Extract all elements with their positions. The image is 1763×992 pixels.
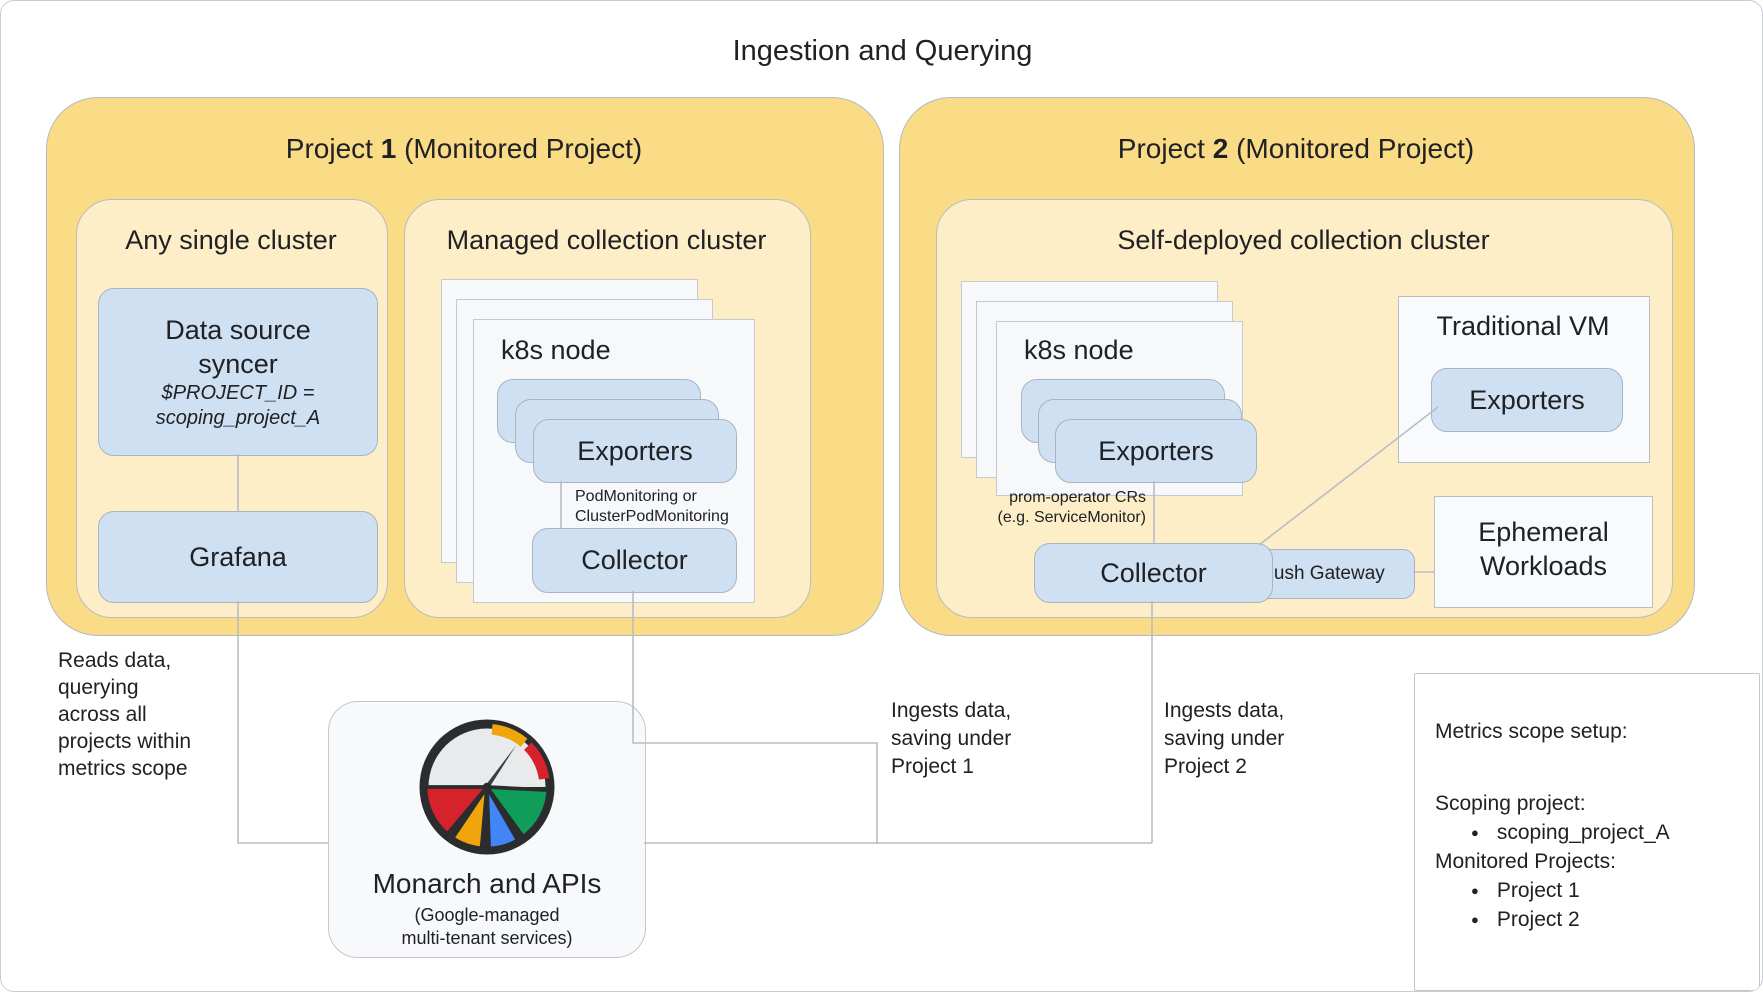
data-source-syncer-var-line1: $PROJECT_ID = xyxy=(161,382,315,404)
grafana-box: Grafana xyxy=(98,511,378,603)
project1-title-prefix: Project xyxy=(285,133,381,164)
podmonitoring-note-line2: ClusterPodMonitoring xyxy=(575,508,729,525)
exporters-box-p2: Exporters xyxy=(1055,419,1257,483)
ingests-p1-line2: saving under xyxy=(891,727,1012,750)
project1-title: Project 1 (Monitored Project) xyxy=(46,133,882,165)
project1-title-suffix: (Monitored Project) xyxy=(396,133,643,164)
k8s-node-label-p1: k8s node xyxy=(501,335,611,365)
monarch-subtitle-line2: multi-tenant services) xyxy=(401,928,573,948)
self-deployed-cluster-title: Self-deployed collection cluster xyxy=(1117,225,1490,255)
monarch-title: Monarch and APIs xyxy=(372,868,602,899)
project2-title: Project 2 (Monitored Project) xyxy=(899,133,1693,165)
data-source-syncer-label-line2: syncer xyxy=(198,349,278,379)
ingests-p1-line1: Ingests data, xyxy=(891,699,1012,722)
scoping-project-item: ● scoping_project_A xyxy=(1471,821,1670,845)
monitored-project-item-2: ● Project 2 xyxy=(1471,908,1580,932)
reads-data-line2: querying xyxy=(58,676,139,699)
project2-title-prefix: Project xyxy=(1117,133,1213,164)
project2-title-number: 2 xyxy=(1212,133,1229,164)
ingests-p2-line3: Project 2 xyxy=(1164,755,1247,778)
prom-operator-note: prom-operator CRs (e.g. ServiceMonitor) xyxy=(946,488,1147,528)
monarch-gauge-icon xyxy=(419,719,555,855)
ingests-p2-line1: Ingests data, xyxy=(1164,699,1285,722)
prom-operator-note-line1: prom-operator CRs xyxy=(1009,489,1146,506)
monitored-project-1-value: Project 1 xyxy=(1496,879,1580,902)
monarch-subtitle: (Google-managed multi-tenant services) xyxy=(329,904,645,950)
data-source-syncer-var-line2: scoping_project_A xyxy=(155,407,321,429)
collector-box-p1: Collector xyxy=(532,528,737,593)
any-single-cluster-title: Any single cluster xyxy=(125,225,337,255)
data-source-syncer-label-line1: Data source xyxy=(165,315,311,345)
data-source-syncer-box: Data source syncer $PROJECT_ID = scoping… xyxy=(98,288,378,456)
exporters-box-p1: Exporters xyxy=(533,419,737,483)
ingests-p2-line2: saving under xyxy=(1164,727,1285,750)
managed-cluster-title: Managed collection cluster xyxy=(446,225,767,255)
ingests-p2-annotation: Ingests data, saving under Project 2 xyxy=(1164,697,1284,781)
monarch-box: Monarch and APIs (Google-managed multi-t… xyxy=(328,701,646,958)
traditional-vm-title: Traditional VM xyxy=(1436,311,1610,341)
k8s-node-label-p2: k8s node xyxy=(1024,335,1134,365)
exporters-box-vm: Exporters xyxy=(1431,368,1623,432)
ephemeral-workloads-line2: Workloads xyxy=(1479,551,1608,581)
metrics-scope-title: Metrics scope setup: xyxy=(1435,720,1628,743)
bullet-icon: ● xyxy=(1471,912,1479,927)
reads-data-line3: across all xyxy=(58,703,147,726)
scoping-project-label: Scoping project: xyxy=(1435,792,1586,815)
reads-data-line5: metrics scope xyxy=(58,757,188,780)
scoping-project-value: scoping_project_A xyxy=(1496,821,1670,844)
reads-data-line4: projects within xyxy=(58,730,192,753)
bullet-icon: ● xyxy=(1471,883,1479,898)
prom-operator-note-line2: (e.g. ServiceMonitor) xyxy=(997,509,1147,526)
connector-grafana-to-monarch xyxy=(237,601,328,844)
project1-title-number: 1 xyxy=(380,133,397,164)
monitored-projects-label: Monitored Projects: xyxy=(1435,850,1616,873)
collector-box-p2: Collector xyxy=(1034,543,1273,603)
page-title: Ingestion and Querying xyxy=(732,35,1033,67)
podmonitoring-note-line1: PodMonitoring or xyxy=(575,488,697,505)
project2-title-suffix: (Monitored Project) xyxy=(1228,133,1475,164)
reads-data-annotation: Reads data, querying across all projects… xyxy=(58,647,191,782)
podmonitoring-note: PodMonitoring or ClusterPodMonitoring xyxy=(575,487,729,527)
monitored-project-item-1: ● Project 1 xyxy=(1471,879,1580,903)
monarch-subtitle-line1: (Google-managed xyxy=(414,905,560,925)
metrics-scope-panel: Metrics scope setup: Scoping project: ● s… xyxy=(1414,673,1760,991)
ephemeral-workloads-box: Ephemeral Workloads xyxy=(1434,496,1653,608)
bullet-icon: ● xyxy=(1471,825,1479,840)
reads-data-line1: Reads data, xyxy=(58,649,172,672)
ephemeral-workloads-line1: Ephemeral xyxy=(1478,517,1609,547)
monitored-project-2-value: Project 2 xyxy=(1496,908,1580,931)
ingests-p1-line3: Project 1 xyxy=(891,755,974,778)
ingests-p1-annotation: Ingests data, saving under Project 1 xyxy=(891,697,1011,781)
